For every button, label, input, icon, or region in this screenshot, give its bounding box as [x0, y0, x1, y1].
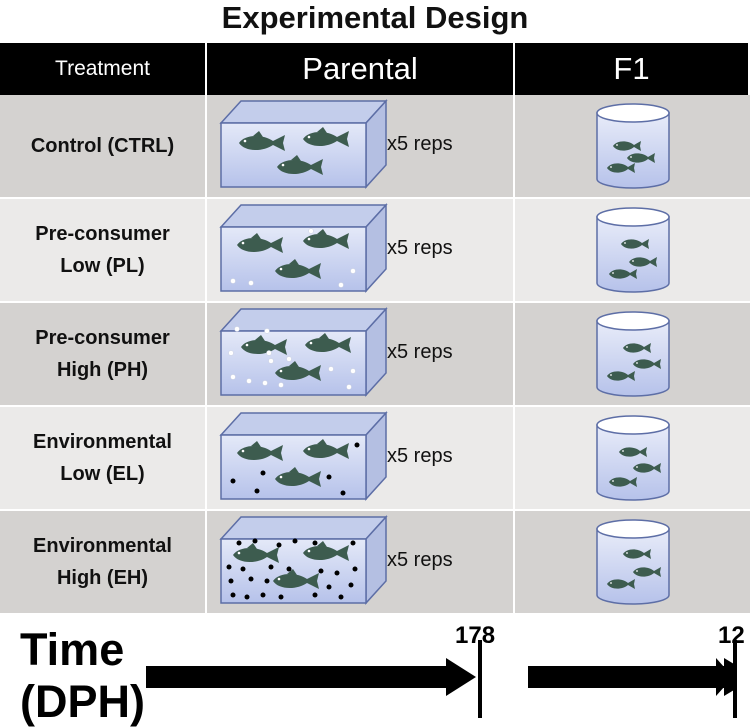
f1-cylinder-icon: [595, 415, 670, 501]
treatment-label-line2: High (PH): [56, 359, 149, 381]
parental-tank-icon: [219, 307, 388, 397]
treatment-label-line1: Pre-consumer: [35, 327, 170, 349]
treatment-label-line1: Environmental: [33, 431, 172, 453]
timeline: Time (DPH) 178 12: [0, 610, 750, 727]
f1-cell-el: [515, 407, 750, 511]
reps-label: x5 reps: [387, 445, 453, 467]
f1-cylinder-icon: [595, 103, 670, 189]
header-parental: Parental: [207, 43, 515, 95]
parental-end-label: 178: [455, 622, 496, 649]
diagram-title: Experimental Design: [221, 0, 529, 35]
treatment-label: Control (CTRL): [30, 135, 175, 157]
reps-label: x5 reps: [387, 133, 453, 155]
tank-box: [219, 99, 388, 189]
parental-end-tick: [478, 640, 482, 718]
treatment-cell-eh: Environmental High (EH): [0, 511, 207, 615]
header-treatment: Treatment: [0, 43, 207, 95]
f1-cell-ctrl: [515, 95, 750, 199]
f1-cell-pl: [515, 199, 750, 303]
reps-label: x5 reps: [387, 341, 453, 363]
parental-cell-eh: x5 reps: [207, 511, 515, 615]
f1-cylinder-icon: [595, 207, 670, 293]
parental-tank-icon: [219, 203, 388, 293]
treatment-cell-el: Environmental Low (EL): [0, 407, 207, 511]
parental-tank-icon: [219, 515, 388, 605]
time-label: Time: [20, 624, 125, 675]
treatment-cell-ctrl: Control (CTRL): [0, 95, 207, 199]
reps-label: x5 reps: [387, 237, 453, 259]
f1-end-label: 12: [718, 622, 745, 649]
parental-cell-ph: x5 reps: [207, 303, 515, 407]
f1-end-tick: [733, 640, 737, 718]
treatment-label-line1: Environmental: [33, 535, 172, 557]
f1-cylinder-icon: [595, 311, 670, 397]
f1-cell-eh: [515, 511, 750, 615]
parental-cell-ctrl: x5 reps: [207, 95, 515, 199]
reps-label: x5 reps: [387, 549, 453, 571]
f1-cell-ph: [515, 303, 750, 407]
timeline-arrows: [146, 640, 737, 718]
treatment-label-line2: Low (EL): [60, 463, 145, 485]
treatment-label-line2: High (EH): [56, 567, 149, 589]
treatment-cell-ph: Pre-consumer High (PH): [0, 303, 207, 407]
parental-tank-icon: [219, 99, 388, 189]
parental-cell-el: x5 reps: [207, 407, 515, 511]
treatment-cell-pl: Pre-consumer Low (PL): [0, 199, 207, 303]
parental-arrow-icon: [146, 640, 482, 718]
treatment-label-line1: Pre-consumer: [35, 223, 170, 245]
parental-tank-icon: [219, 411, 388, 501]
header-f1: F1: [515, 43, 750, 95]
f1-cylinder-icon: [595, 519, 670, 605]
parental-cell-pl: x5 reps: [207, 199, 515, 303]
design-table: Treatment Parental F1 Control (CTRL): [0, 43, 750, 615]
treatment-label-line2: Low (PL): [60, 255, 145, 277]
f1-arrow-icon: [528, 640, 737, 718]
time-unit-label: (DPH): [20, 676, 145, 727]
